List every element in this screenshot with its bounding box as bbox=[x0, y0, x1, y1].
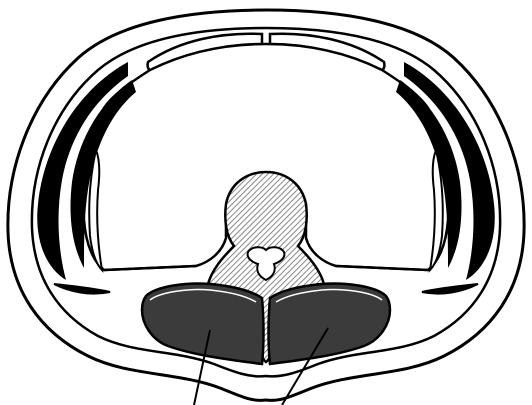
abdomen-cross-section-svg bbox=[0, 0, 532, 405]
cross-section-figure bbox=[0, 0, 532, 405]
